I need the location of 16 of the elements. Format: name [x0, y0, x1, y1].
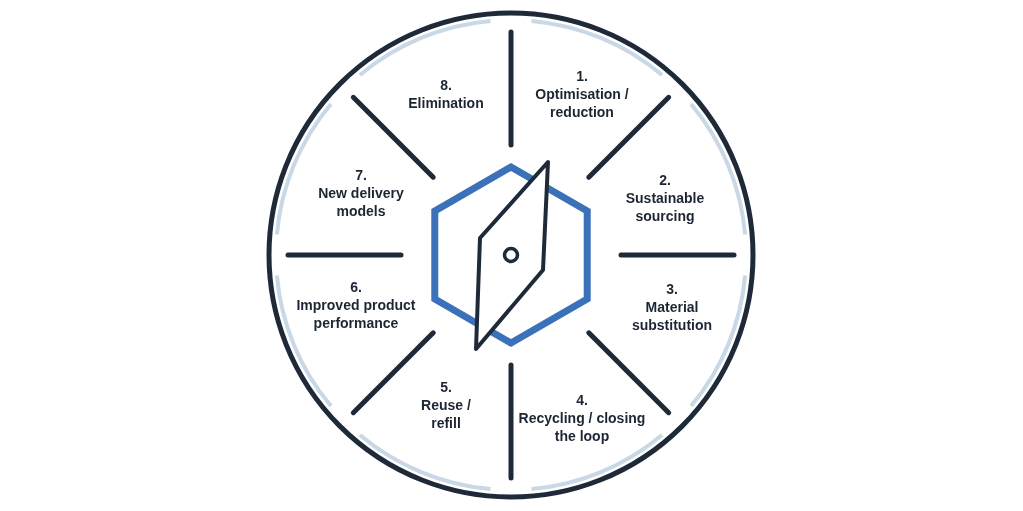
step-number: 7.	[355, 166, 367, 184]
step-label: New delivery models	[317, 184, 405, 220]
step-number: 6.	[350, 278, 362, 296]
step-label: Recycling / closing the loop	[517, 409, 647, 445]
step-label: Improved product performance	[296, 296, 416, 332]
step-number: 5.	[440, 378, 452, 396]
step-label: Elimination	[408, 94, 484, 112]
step-label: Reuse / refill	[420, 396, 472, 432]
step-label: Sustainable sourcing	[624, 189, 706, 225]
step-number: 1.	[576, 67, 588, 85]
step-label: Optimisation / reduction	[534, 85, 630, 121]
step-number: 4.	[576, 391, 588, 409]
step-number: 3.	[666, 280, 678, 298]
step-number: 2.	[659, 171, 671, 189]
step-label: Material substitution	[630, 298, 714, 334]
step-number: 8.	[440, 76, 452, 94]
